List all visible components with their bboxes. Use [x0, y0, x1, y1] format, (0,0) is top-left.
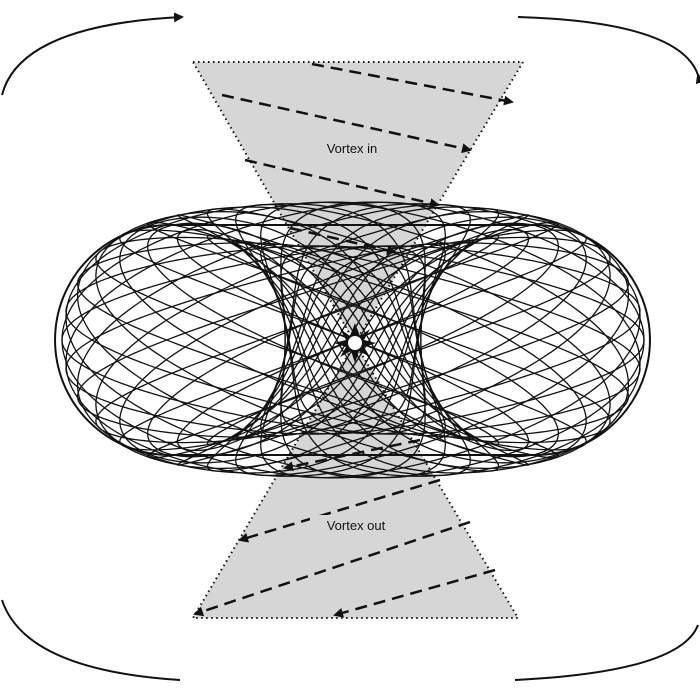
torus-mesh-line — [65, 245, 446, 437]
vortex-out-label: Vortex out — [327, 518, 386, 533]
circulation-arrow-bottom-left — [1, 599, 181, 681]
torus-wireframe — [54, 201, 651, 479]
torus-mesh-line — [76, 239, 471, 438]
torus-mesh-line — [95, 236, 500, 446]
label-bg — [310, 138, 394, 158]
torus-mesh-line — [260, 201, 641, 477]
torus-mesh-line — [235, 203, 630, 474]
circulation-arrow-bottom-right — [514, 624, 699, 681]
torus-mesh-line — [280, 201, 645, 479]
torus-mesh-line — [119, 229, 530, 452]
torus-mesh-line — [61, 245, 426, 435]
outflow-arrow — [333, 568, 496, 618]
torus-mesh-line — [76, 242, 471, 441]
outflow-arrow — [238, 478, 441, 543]
circulation-arrows — [1, 12, 700, 681]
torus-mesh-line — [176, 214, 587, 464]
circulation-arrow-top-right — [517, 16, 700, 85]
torus-mesh-line — [206, 210, 611, 472]
flow-arrows — [193, 62, 514, 618]
label-bg — [310, 515, 402, 535]
inflow-arrow — [311, 62, 514, 106]
star-icon — [334, 323, 376, 363]
vortex-out-cone — [191, 341, 520, 619]
torus-mesh-line — [119, 228, 530, 451]
outflow-arrow — [193, 520, 471, 617]
torus-mesh-line — [65, 243, 446, 435]
torus-mesh-line — [206, 208, 611, 470]
torus-outline — [54, 224, 651, 456]
circulation-arrow-top-left — [1, 12, 184, 96]
torus-mesh-line — [176, 216, 587, 466]
outflow-arrow — [283, 438, 421, 472]
torus-mesh-line — [95, 234, 500, 444]
inflow-arrow — [244, 158, 440, 209]
vortex-in-label: Vortex in — [327, 141, 378, 156]
torus-mesh-line — [260, 203, 641, 479]
inflow-arrow — [221, 93, 472, 154]
